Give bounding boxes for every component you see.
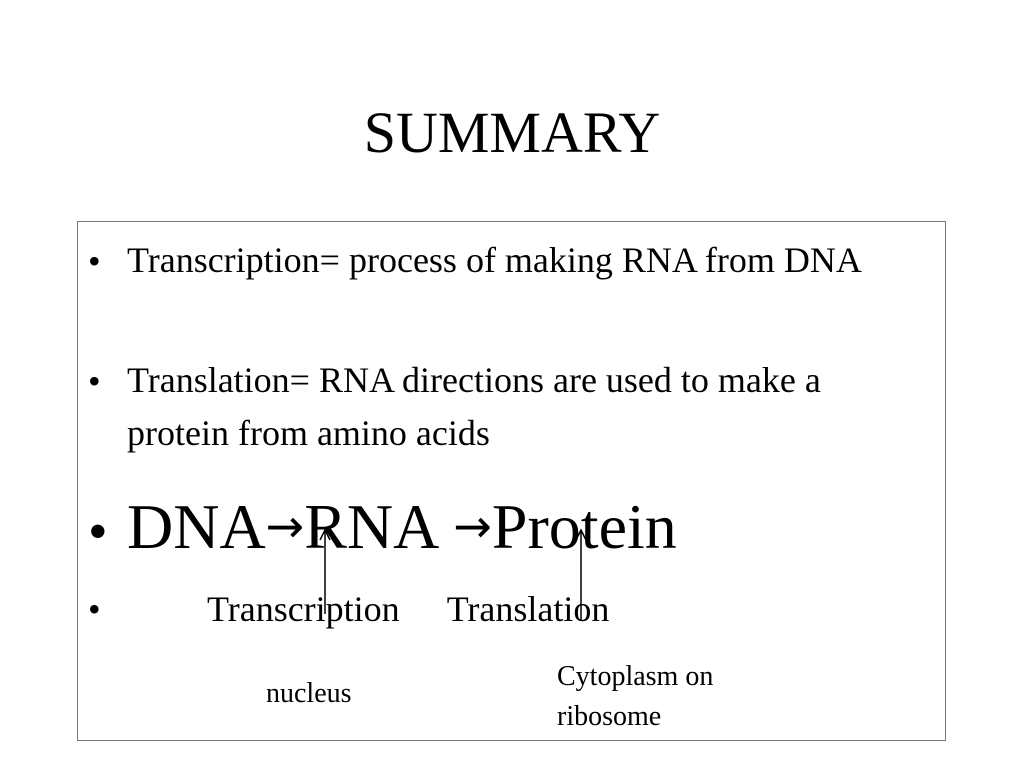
bullet-marker: • <box>88 241 101 281</box>
process-labels: Transcription Translation <box>207 584 609 634</box>
bullet-marker: • <box>88 361 101 401</box>
content-box: • Transcription= process of making RNA f… <box>77 221 946 741</box>
right-arrow-icon: → <box>265 499 305 553</box>
bullet-transcription-definition: Transcription= process of making RNA fro… <box>127 240 862 280</box>
bullet-list: • Transcription= process of making RNA f… <box>78 222 947 742</box>
flow-dna: DNA <box>127 491 266 562</box>
bullet-translation-definition: Translation= RNA directions are used to … <box>127 360 821 453</box>
location-cytoplasm-label: Cytoplasm on ribosome <box>557 661 714 732</box>
process-transcription-label: Transcription <box>207 589 400 629</box>
slide-title: SUMMARY <box>363 100 661 165</box>
right-arrow-icon: → <box>453 499 492 553</box>
flow-protein: Protein <box>491 491 677 562</box>
central-dogma-flow: DNA→RNA→Protein <box>127 492 677 567</box>
bullet-marker: • <box>88 501 108 563</box>
flow-rna: RNA <box>304 491 440 562</box>
bullet-marker: • <box>88 589 101 629</box>
location-nucleus-label: nucleus <box>266 678 352 709</box>
process-translation-label: Translation <box>446 589 610 629</box>
